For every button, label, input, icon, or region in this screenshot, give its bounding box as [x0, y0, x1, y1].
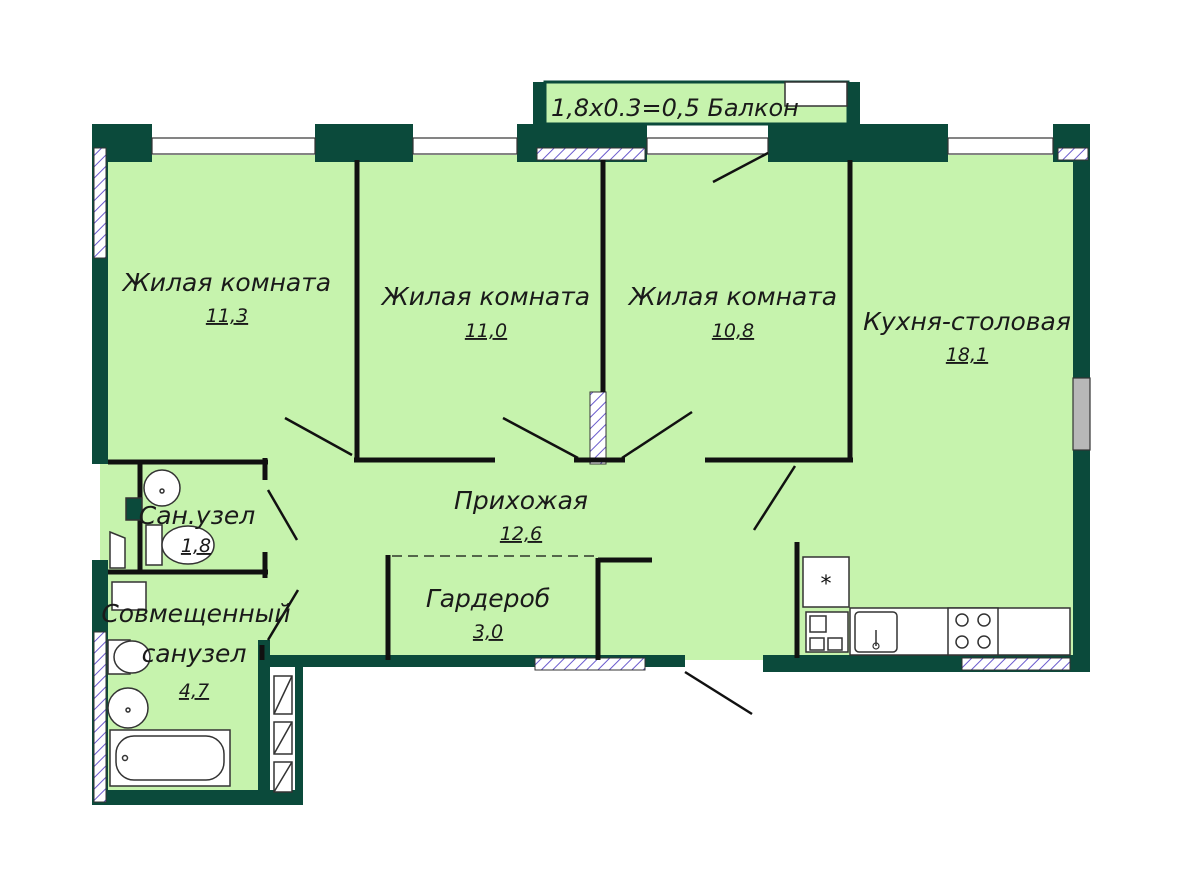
- room-name-living-2: Жилая комната: [380, 282, 590, 311]
- washbasin-icon: [143, 469, 181, 507]
- door-swing-balcony: [712, 151, 769, 184]
- fridge-mark: *: [821, 572, 832, 597]
- hatch-left-upper: [93, 147, 107, 259]
- window-right: [1072, 377, 1091, 451]
- hatch-column: [589, 391, 607, 465]
- vent-shaft-icon: [273, 675, 293, 793]
- window-2: [412, 137, 518, 155]
- door-swing-wc: [266, 489, 299, 541]
- room-area-bathroom: 4,7: [179, 680, 209, 702]
- room-area-living-1: 11,3: [206, 305, 248, 327]
- bathroom-fixtures: [107, 581, 231, 787]
- door-swing-living-3: [621, 410, 693, 460]
- wc-pipe: [125, 497, 143, 521]
- bathtub-icon: [109, 729, 231, 787]
- washbasin-icon: [107, 687, 149, 729]
- room-area-wardrobe: 3,0: [473, 621, 503, 643]
- wc-fixtures: [109, 469, 215, 569]
- door-swing-kitchen: [752, 465, 797, 531]
- door-swing-living-1: [284, 416, 353, 457]
- hatch-left-lower: [93, 631, 107, 803]
- washer-icon: [111, 581, 147, 611]
- room-area-hallway: 12,6: [500, 523, 542, 545]
- wall-top-4: [768, 124, 948, 162]
- balcony-label: 1,8x0.3=0,5 Балкон: [551, 94, 799, 122]
- wall-bath-right: [258, 640, 270, 805]
- window-4: [947, 137, 1054, 155]
- door-swing-bath: [266, 589, 300, 641]
- door-swing-living-2: [502, 416, 579, 460]
- partitions: [108, 160, 853, 660]
- room-name-living-3: Жилая комната: [627, 282, 837, 311]
- fridge-icon: [802, 556, 850, 608]
- door-swing-entrance: [684, 670, 753, 716]
- toilet-icon: [107, 639, 151, 675]
- hatch-bottom-kitchen: [961, 657, 1071, 671]
- room-name-kitchen: Кухня-столовая: [863, 307, 1071, 336]
- room-area-kitchen: 18,1: [946, 344, 988, 366]
- window-1: [151, 137, 316, 155]
- window-3: [646, 137, 769, 155]
- room-name-bathroom: Совмещенный: [101, 599, 290, 628]
- kitchen-fixtures: *: [802, 556, 1071, 656]
- hatch-bottom-hall: [534, 657, 646, 671]
- wall-bottom-bath: [92, 790, 302, 805]
- room-area-living-3: 10,8: [712, 320, 754, 342]
- room-area-wc: 1,8: [181, 535, 211, 557]
- hatch-top-balcony: [536, 147, 646, 161]
- boiler-icon: [805, 611, 849, 653]
- floor-areas: [100, 155, 1080, 795]
- hatch-top-right: [1057, 147, 1089, 161]
- wall-right-lower: [1073, 450, 1090, 672]
- room-name2-bathroom: санузел: [142, 639, 247, 668]
- balcony: [533, 80, 860, 126]
- stove-icon: [947, 607, 999, 656]
- door-swings: [266, 151, 797, 716]
- room-name-hallway: Прихожая: [454, 486, 588, 515]
- windows: [151, 137, 1091, 451]
- wc-fixture-left: [109, 530, 126, 569]
- room-name-wc: Сан.узел: [139, 501, 256, 530]
- toilet-icon: [145, 524, 215, 566]
- room-area-living-2: 11,0: [465, 320, 507, 342]
- wall-right-upper: [1073, 160, 1090, 378]
- wall-shaft-right: [295, 665, 303, 805]
- balcony-rail-right: [848, 82, 860, 124]
- room-name-living-1: Жилая комната: [121, 268, 331, 297]
- hatched-walls: [93, 147, 1089, 803]
- balcony-rail-left: [533, 82, 545, 124]
- room-name-wardrobe: Гардероб: [426, 584, 550, 613]
- wall-top-2: [315, 124, 413, 162]
- balcony-handrail: [784, 81, 848, 107]
- labels: 1,8x0.3=0,5 Балкон Жилая комната 11,3 Жи…: [101, 94, 1071, 702]
